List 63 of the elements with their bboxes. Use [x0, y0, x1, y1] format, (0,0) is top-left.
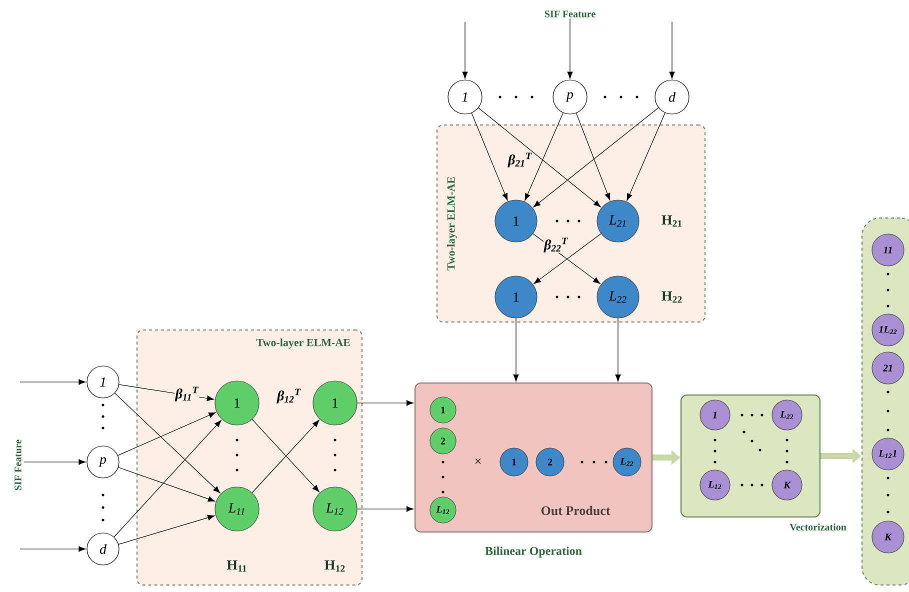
output-neuron: L$_{22}$: [772, 400, 802, 430]
hidden-neuron: L$_{11}$: [214, 486, 260, 532]
arrow: [533, 107, 659, 208]
output-neuron: L$_{12}$: [700, 470, 730, 500]
layer-label: H$_{22}$: [662, 291, 682, 303]
layer-label: H$_{11}$: [226, 560, 246, 572]
arrow: [114, 392, 220, 494]
output-neuron: L$_{12}$1: [872, 438, 904, 470]
arrow: [567, 18, 573, 79]
input-neuron: p: [86, 446, 120, 478]
hidden-neuron: L$_{12}$: [312, 486, 358, 532]
hidden-neuron: 1: [500, 448, 528, 476]
hidden-neuron: L$_{22}$: [612, 448, 642, 476]
arrow: [118, 412, 216, 456]
arrow: [20, 379, 86, 385]
arrow: [471, 112, 508, 200]
arrow: [615, 318, 621, 382]
hidden-neuron: 1: [430, 396, 456, 424]
arrow: [576, 112, 610, 200]
arrow: [524, 112, 564, 201]
hidden-neuron: 1: [494, 200, 538, 242]
arrow: [20, 546, 86, 552]
input-title: SIF Feature: [544, 10, 596, 18]
arrow: [114, 420, 222, 538]
arrow: [478, 108, 601, 208]
node-label: Bilinear Operation: [485, 546, 582, 558]
arrow: [357, 506, 414, 512]
hidden-neuron: L$_{12}$: [430, 496, 456, 524]
arrow: [626, 112, 666, 201]
hidden-neuron: 2: [430, 428, 456, 454]
hidden-neuron: 1: [312, 380, 358, 426]
input-neuron: p: [552, 80, 588, 114]
input-neuron: 1: [448, 80, 482, 114]
layer-label: H$_{12}$: [324, 560, 345, 572]
arrow: [24, 459, 86, 465]
hidden-neuron: 2: [536, 448, 564, 476]
weight-label: β$_{12}$T: [276, 388, 302, 404]
weight-label: β$_{21}$T: [508, 152, 532, 168]
input-neuron: 1: [86, 366, 120, 398]
hidden-neuron: 1: [494, 276, 538, 318]
hidden-neuron: L$_{21}$: [596, 200, 640, 242]
output-neuron: 21: [872, 352, 904, 384]
hidden-neuron: 1: [214, 380, 260, 426]
arrow: [357, 400, 414, 406]
input-neuron: d: [86, 532, 120, 566]
arrow: [118, 467, 216, 502]
arrow: [513, 318, 519, 382]
arrow: [462, 22, 468, 79]
hidden-neuron: L$_{22}$: [596, 276, 640, 318]
input-neuron: d: [654, 80, 690, 114]
output-neuron: K: [872, 520, 904, 554]
multiply-sign: ×: [475, 458, 481, 464]
layer-label: H$_{21}$: [662, 215, 682, 227]
input-title: SIF Feature: [14, 440, 22, 490]
output-neuron: 1: [700, 400, 730, 430]
operation-label: Vectorization: [790, 523, 846, 531]
arrow: [669, 22, 675, 79]
weight-label: β$_{11}$T: [174, 386, 200, 402]
output-neuron: 11: [872, 234, 904, 266]
output-neuron: K: [772, 470, 802, 500]
arrow: [118, 514, 215, 545]
weight-label: β$_{22}$T: [544, 237, 568, 253]
output-neuron: 1L$_{22}$: [872, 314, 904, 346]
